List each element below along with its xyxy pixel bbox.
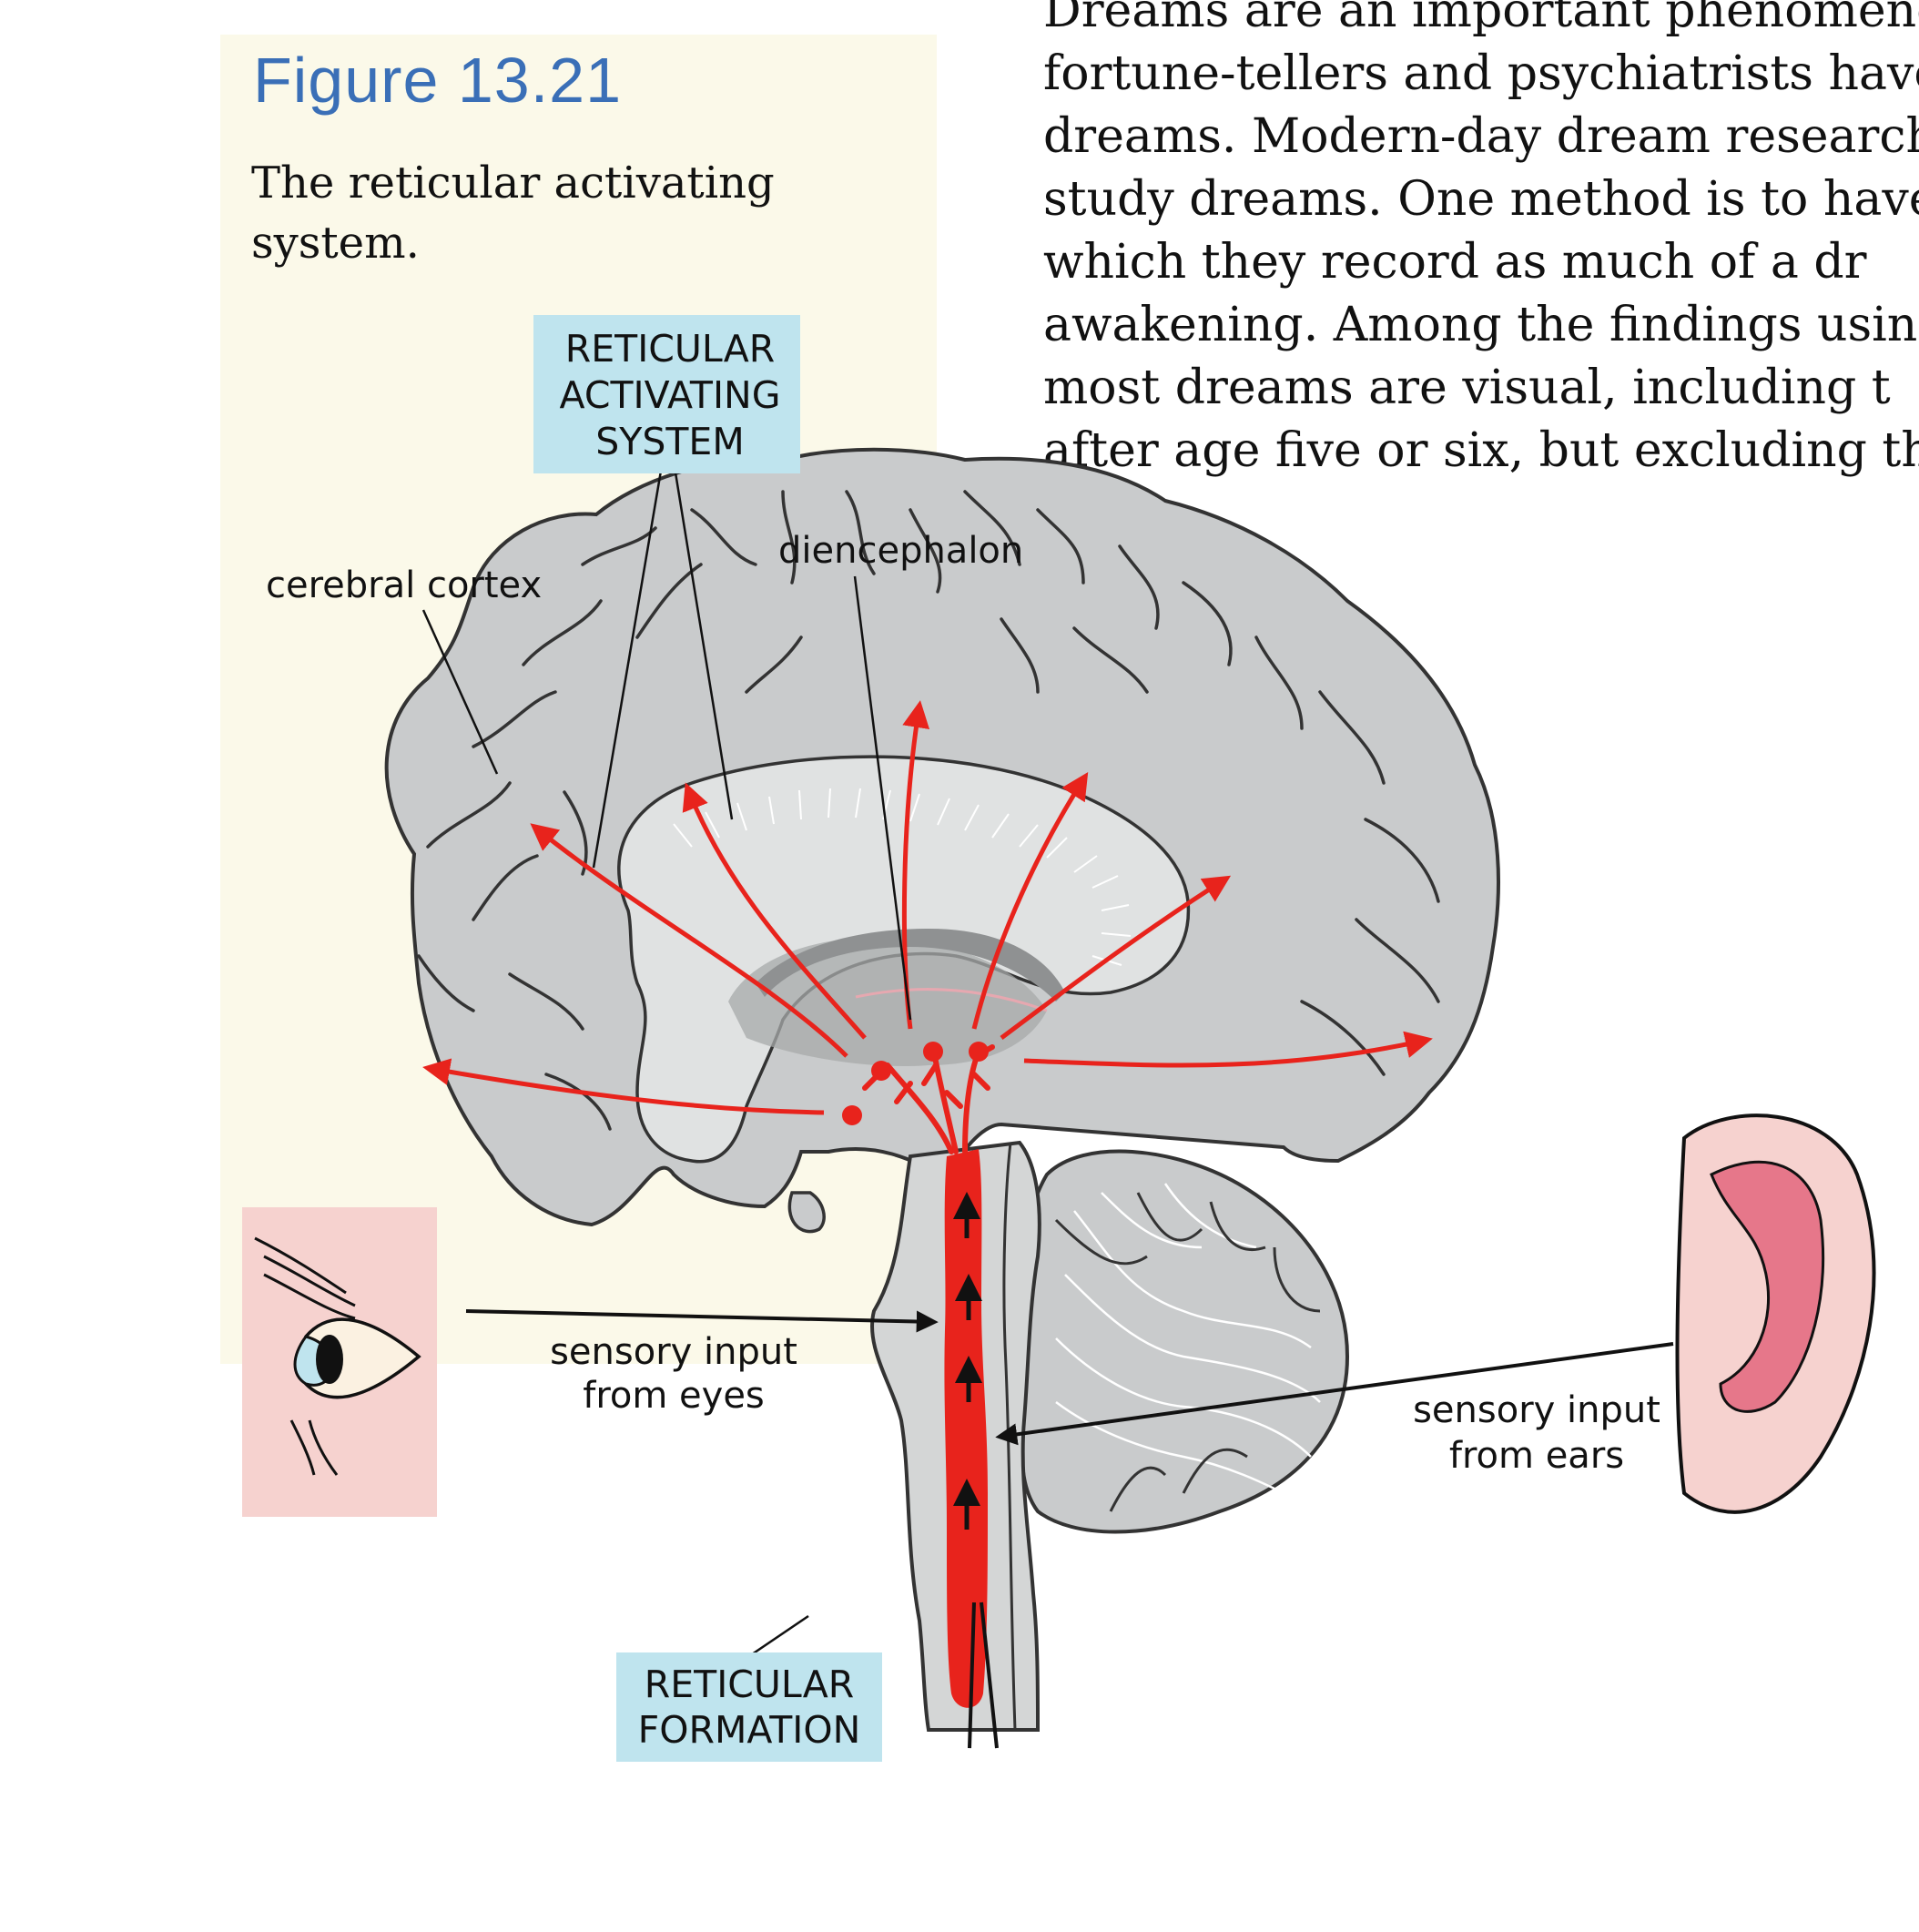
radiating-arrows [422,700,1433,1115]
body-line: which they record as much of a dr [1043,235,1867,290]
ras-label-line1: RETICULAR [565,327,776,371]
body-line: fortune-tellers and psychiatrists have [1043,46,1919,101]
rf-label-line1: RETICULAR [645,1663,855,1706]
body-line: awakening. Among the findings usin [1043,298,1918,352]
nucleus-dots [842,1042,989,1125]
thalamus-shading [728,938,1047,1066]
pituitary [787,1191,826,1234]
ras-label-line3: SYSTEM [595,420,744,463]
ear-icon [1675,1113,1876,1514]
brainstem-contour [1002,1142,1017,1731]
figure-title: Figure 13.21 [253,45,623,116]
ascending-arrows [953,1192,982,1530]
body-line: Dreams are an important phenomeno [1043,0,1919,38]
diencephalon-label: diencephalon [778,530,1023,572]
cerebral-cortex-label: cerebral cortex [266,564,542,606]
rf-label-line2: FORMATION [638,1708,861,1752]
figure-caption: The reticular activating system. [251,158,775,269]
eye-input-arrow [465,1309,939,1333]
ears-label-line1: sensory input [1413,1389,1660,1431]
ear-input-arrow [995,1342,1674,1446]
ventricle-shading [756,929,1065,1002]
ras-label-box [533,315,800,473]
body-line: study dreams. One method is to have [1043,172,1919,227]
cerebellum [1014,1149,1350,1534]
eyes-label-line1: sensory input [550,1331,797,1373]
gyri-lines [417,490,1440,1131]
body-text: Dreams are an important phenomeno fortun… [1043,0,1919,483]
radial-fibres [673,788,1132,966]
eye-icon [254,1236,421,1476]
eyes-label-line2: from eyes [583,1375,765,1417]
incoming-spinal-lines [968,1602,999,1749]
pink-tract [855,988,1048,1012]
ears-label-line2: from ears [1449,1435,1624,1477]
body-line: after age five or six, but excluding th [1043,423,1919,478]
ras-label-line2: ACTIVATING [560,373,781,417]
rf-label-box [616,1652,882,1762]
body-line: dreams. Modern-day dream researche [1043,109,1919,164]
cerebellum-outline-folds [1054,1192,1321,1512]
body-line: most dreams are visual, including t [1043,361,1891,415]
